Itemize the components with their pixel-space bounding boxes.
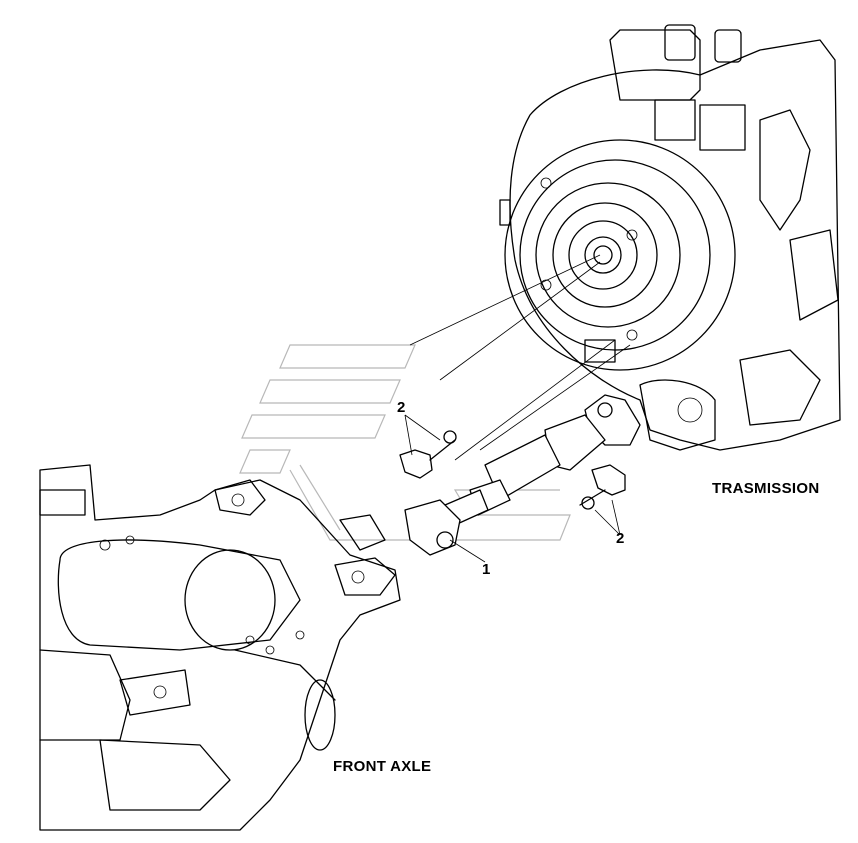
watermark-logo	[239, 344, 571, 541]
leader-lines	[409, 254, 631, 461]
callout-1: 1	[482, 561, 491, 578]
callout-lines	[404, 414, 621, 563]
front-axle-label: FRONT AXLE	[333, 758, 432, 775]
front-axle	[39, 464, 401, 831]
transmission-housing	[499, 24, 841, 451]
drive-shaft	[404, 394, 641, 556]
clamp-bolt-lower	[579, 464, 626, 510]
callout-2-lower: 2	[616, 530, 625, 547]
transmission-label: TRASMISSION	[712, 480, 820, 497]
callout-2-upper: 2	[397, 399, 406, 416]
clamp-bolt-upper	[399, 430, 457, 479]
